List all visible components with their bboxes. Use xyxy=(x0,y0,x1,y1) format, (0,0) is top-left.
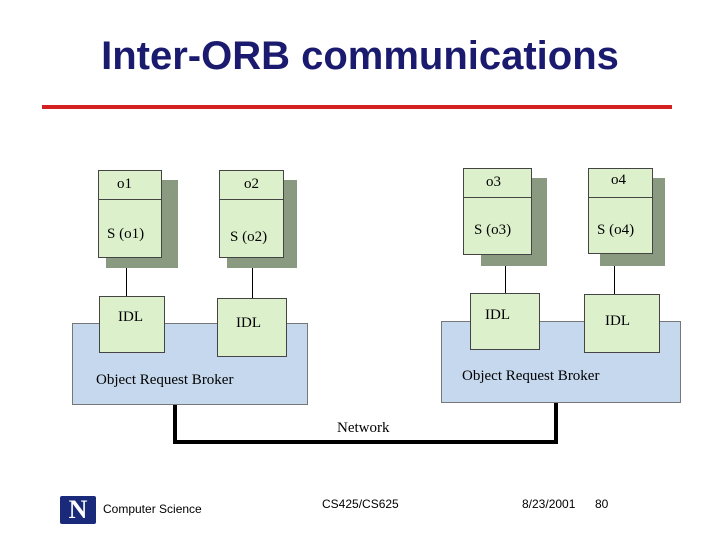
idl-box-o4: IDL xyxy=(584,294,660,353)
connector-o2 xyxy=(252,258,253,298)
orb-right-label: Object Request Broker xyxy=(462,368,600,384)
footer-course: CS425/CS625 xyxy=(322,497,399,511)
object-o2-label: o2 xyxy=(244,176,259,192)
orb-left-label: Object Request Broker xyxy=(96,372,234,388)
object-o4-box: o4 xyxy=(588,168,653,198)
idl-box-o1: IDL xyxy=(99,296,165,353)
skeleton-o2-label: S (o2) xyxy=(230,229,268,245)
title-rule xyxy=(42,105,672,109)
skeleton-o1-label: S (o1) xyxy=(107,226,145,242)
footer-department: Computer Science xyxy=(103,502,202,516)
network-drop-left xyxy=(173,405,177,443)
skeleton-o1-box: S (o1) xyxy=(98,199,162,258)
network-label: Network xyxy=(337,420,390,436)
skeleton-o4-label: S (o4) xyxy=(597,222,635,238)
object-o1-box: o1 xyxy=(98,170,162,200)
footer-date: 8/23/2001 xyxy=(522,497,576,511)
idl-label-o3: IDL xyxy=(485,307,510,323)
idl-box-o3: IDL xyxy=(470,293,540,350)
logo-letter: N xyxy=(68,495,88,524)
footer-page-number: 80 xyxy=(595,497,609,511)
slide-title: Inter-ORB communications xyxy=(101,34,619,78)
connector-o4 xyxy=(614,254,615,294)
connector-o1 xyxy=(126,258,127,296)
object-o3-label: o3 xyxy=(486,174,501,190)
network-drop-right xyxy=(554,403,558,443)
skeleton-o4-box: S (o4) xyxy=(588,197,653,254)
idl-label-o1: IDL xyxy=(118,309,143,325)
skeleton-o2-box: S (o2) xyxy=(219,199,284,258)
idl-label-o4: IDL xyxy=(605,313,630,329)
skeleton-o3-label: S (o3) xyxy=(474,222,512,238)
idl-box-o2: IDL xyxy=(217,298,287,357)
idl-label-o2: IDL xyxy=(236,315,261,331)
university-logo: N xyxy=(60,496,96,524)
network-line xyxy=(173,440,558,444)
skeleton-o3-box: S (o3) xyxy=(463,197,532,255)
object-o4-label: o4 xyxy=(611,172,626,188)
object-o2-box: o2 xyxy=(219,170,284,200)
object-o1-label: o1 xyxy=(117,176,132,192)
connector-o3 xyxy=(505,255,506,293)
object-o3-box: o3 xyxy=(463,168,532,198)
